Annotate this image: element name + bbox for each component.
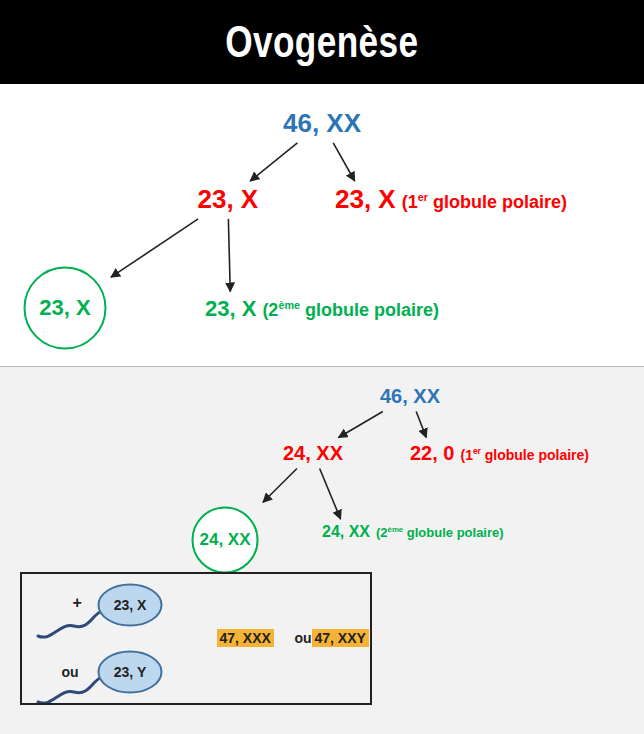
title-holder: Ovogenèse bbox=[0, 0, 644, 84]
polar-body-text: (1er globule polaire) bbox=[402, 192, 567, 213]
division-arrow bbox=[416, 412, 426, 438]
sperm-tail bbox=[38, 612, 100, 637]
division-arrow bbox=[250, 143, 297, 181]
cell-label: 24, XX bbox=[283, 442, 343, 465]
ellipse-outline bbox=[25, 268, 106, 349]
fertilization-box: + ou 23, X 23, Y 47, XXX 47, XXY bbox=[20, 572, 372, 705]
polar-body-label: 22, 0 (1er globule polaire) bbox=[410, 442, 589, 465]
division-arrow bbox=[263, 469, 297, 503]
cell-label: 46, XX bbox=[283, 109, 361, 139]
karyotype-text: 23, X bbox=[198, 184, 259, 214]
karyotype-highlight: 47, XXX bbox=[217, 629, 274, 647]
cell-label: 46, XX bbox=[380, 385, 440, 408]
sperm-head: 23, X bbox=[97, 583, 163, 627]
polar-body-label: 23, X (1er globule polaire) bbox=[335, 185, 567, 215]
sperm-tail bbox=[38, 678, 100, 703]
conjunction-text: ou bbox=[295, 630, 312, 646]
ellipse-outline bbox=[99, 652, 162, 693]
cell-label: 23, X bbox=[198, 185, 259, 215]
karyotype-text: 23, X bbox=[205, 296, 256, 321]
karyotype-text: 23, X bbox=[114, 597, 147, 613]
operator-text: ou bbox=[62, 664, 79, 680]
polar-body-label: 23, X (2ème globule polaire) bbox=[205, 296, 439, 321]
karyotype-text: 46, XX bbox=[283, 108, 361, 138]
division-arrow bbox=[111, 219, 198, 277]
karyotype-text: 47, XXX bbox=[217, 629, 274, 647]
operator-text: + bbox=[73, 594, 82, 612]
karyotype-text: 23, X bbox=[335, 185, 396, 215]
karyotype-text: 22, 0 bbox=[410, 442, 454, 465]
karyotype-text: 23, Y bbox=[114, 664, 146, 680]
karyotype-text: 23, X bbox=[39, 295, 90, 320]
karyotype-text: 24, XX bbox=[199, 530, 250, 550]
polar-body-label: 24, XX (2ème globule polaire) bbox=[322, 523, 504, 541]
division-arrow bbox=[333, 143, 354, 181]
polar-body-text: (1er globule polaire) bbox=[460, 447, 589, 463]
ellipse-outline bbox=[193, 508, 258, 573]
karyotype-text: 46, XX bbox=[380, 385, 440, 407]
ovum-circle: 23, X bbox=[23, 266, 107, 350]
karyotype-text: 24, XX bbox=[283, 442, 343, 464]
division-arrow bbox=[228, 219, 230, 292]
karyotype-highlight: 47, XXY bbox=[312, 629, 369, 647]
karyotype-text: 24, XX bbox=[322, 523, 370, 541]
polar-body-text: (2ème globule polaire) bbox=[262, 300, 439, 321]
karyotype-text: 47, XXY bbox=[312, 629, 369, 647]
division-arrow bbox=[339, 412, 383, 438]
ovum-circle: 24, XX bbox=[191, 506, 259, 574]
ellipse-outline bbox=[99, 585, 162, 626]
title: Ovogenèse bbox=[225, 17, 418, 67]
division-arrow bbox=[320, 469, 341, 520]
polar-body-text: (2ème globule polaire) bbox=[376, 526, 504, 541]
sperm-head: 23, Y bbox=[97, 650, 163, 694]
